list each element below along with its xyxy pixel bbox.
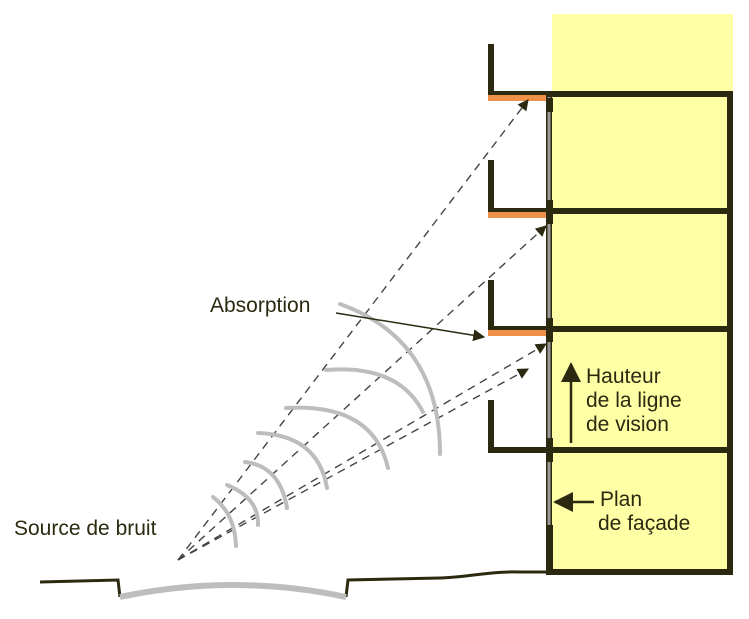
sightline-height-line-2: de la ligne [586, 389, 682, 412]
sound-wave-arc [256, 431, 329, 490]
sound-wave-arc [338, 302, 442, 456]
sound-wave-arc [243, 460, 289, 510]
balcony [488, 400, 552, 453]
sound-wave-arc [284, 405, 390, 470]
building-upper-fill [552, 14, 733, 94]
wall-stub [546, 98, 553, 112]
facade-plane-line-2: de façade [598, 512, 691, 535]
sound-rays [177, 99, 547, 561]
facade-plane-line-1: Plan [600, 488, 643, 511]
noise-source-label: Source de bruit [14, 517, 157, 540]
sightline-height-line-1: Hauteur [586, 365, 661, 388]
sound-ray [177, 99, 529, 561]
sound-ray [177, 368, 529, 561]
ground [39, 570, 549, 600]
balcony [488, 160, 552, 214]
road-surface [119, 582, 347, 600]
sound-wave-arc [324, 367, 425, 414]
balconies [488, 44, 552, 453]
sightline-height-line-3: de vision [586, 413, 669, 436]
sound-wave-arc [225, 483, 261, 527]
balcony [488, 44, 552, 97]
sightline-height-label: Hauteur de la ligne de vision [586, 365, 682, 437]
absorption-label: Absorption [210, 294, 311, 317]
building-body [546, 91, 733, 575]
balcony [488, 280, 552, 332]
absorption-pointer [335, 312, 486, 342]
sound-ray [177, 343, 547, 561]
sound-wave-arc [211, 495, 238, 548]
absorption-strips [488, 95, 546, 336]
absorption-strip [488, 330, 546, 336]
absorption-strip [488, 212, 546, 218]
sound-ray [177, 225, 547, 561]
absorption-strip [488, 95, 546, 101]
facade-plane-label: Plan de façade [598, 488, 690, 536]
sound-waves [211, 302, 442, 548]
ground-line [39, 570, 549, 598]
wall-stub [546, 525, 553, 572]
